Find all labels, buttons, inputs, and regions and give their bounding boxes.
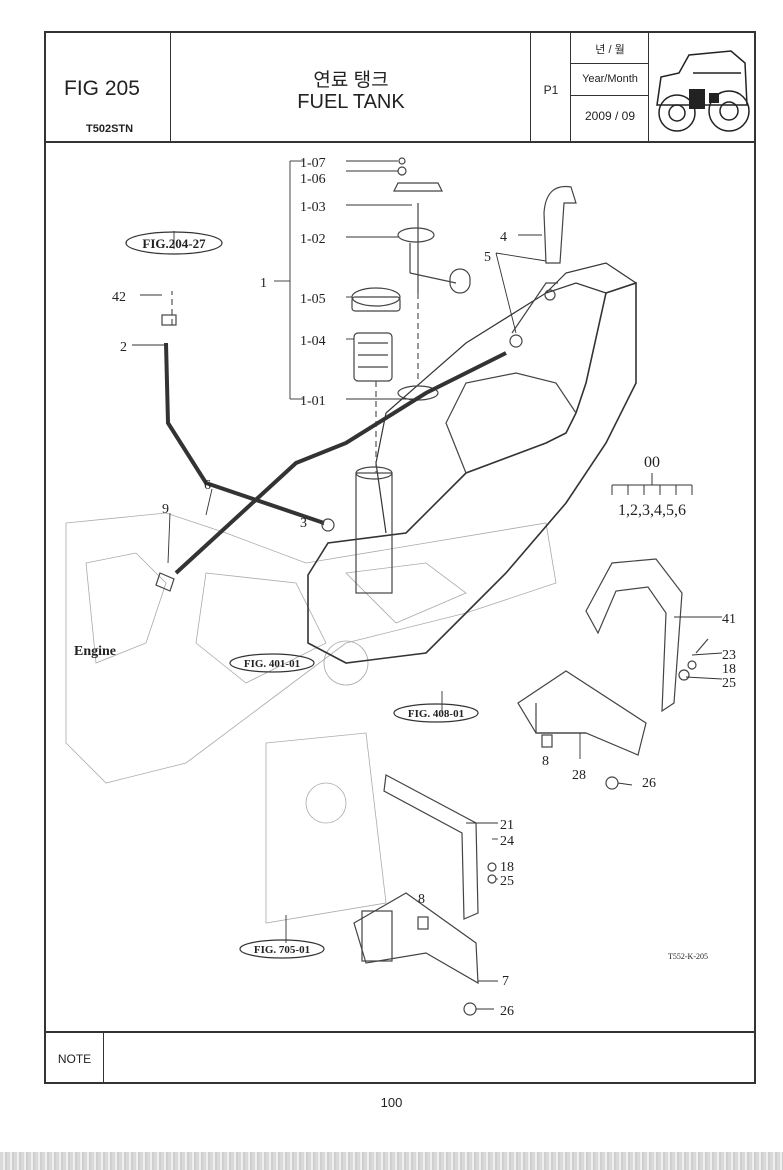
sender-plate — [393, 182, 443, 192]
drawing-code: T552-K-205 — [668, 952, 708, 961]
fuel-hose-2 — [164, 342, 325, 525]
clamp-9 — [155, 572, 175, 592]
callout-21: 21 — [500, 818, 514, 833]
callout-28: 28 — [572, 768, 586, 783]
gasket — [397, 227, 435, 243]
ref-fig705: FIG. 705-01 — [254, 944, 310, 956]
callout-1-04: 1-04 — [300, 334, 326, 349]
callout-8b: 8 — [418, 892, 425, 907]
callout-9: 9 — [162, 502, 169, 517]
callout-2: 2 — [120, 340, 127, 355]
date-label: Year/Month — [582, 73, 638, 85]
scan-edge — [0, 1152, 783, 1170]
callout-1-02: 1-02 — [300, 232, 326, 247]
callout-42: 42 — [112, 290, 126, 305]
note-label: NOTE — [46, 1033, 104, 1084]
callout-25b: 25 — [500, 874, 514, 889]
tank-strap-41 — [585, 558, 683, 713]
callout-3: 3 — [300, 516, 307, 531]
callout-1-05: 1-05 — [300, 292, 326, 307]
bolt-8b — [417, 916, 429, 930]
callout-26b: 26 — [500, 1004, 514, 1019]
title-english: FUEL TANK — [297, 91, 405, 113]
callout-4: 4 — [500, 230, 507, 245]
float — [449, 268, 471, 294]
callout-18b: 18 — [500, 860, 514, 875]
engine-outline — [65, 512, 557, 924]
model-code: T502STN — [86, 123, 134, 135]
callout-5: 5 — [484, 250, 491, 265]
title-korean: 연료 탱크 — [313, 70, 389, 91]
bracket-7 — [353, 892, 479, 985]
date-value: 2009 / 09 — [584, 109, 636, 123]
breather-hose — [543, 185, 577, 264]
header: FIG 205 T502STN 연료 탱크 FUEL TANK P1 년 / 월… — [46, 33, 754, 143]
bolt-8a — [541, 734, 553, 748]
fuel-hose-6 — [174, 351, 507, 575]
fig-number: FIG 205 — [64, 77, 140, 100]
callout-1: 1 — [260, 276, 267, 291]
fuel-tank-exploded-diagram: FIG.204-27 FIG. 401-01 FIG. 408-01 FIG. … — [65, 156, 736, 1019]
callout-1-01: 1-01 — [300, 394, 326, 409]
strainer — [353, 332, 393, 382]
callout-8a: 8 — [542, 754, 549, 769]
bracket-28 — [517, 670, 647, 756]
date-cell: 년 / 월 Year/Month 2009 / 09 — [571, 33, 649, 141]
page-number: 100 — [380, 1095, 403, 1110]
callout-23: 23 — [722, 648, 736, 663]
callout-24: 24 — [500, 834, 514, 849]
title-cell: 연료 탱크 FUEL TANK — [171, 33, 531, 141]
callout-1-03: 1-03 — [300, 200, 326, 215]
nut-26b — [463, 1002, 477, 1016]
ref-fig408: FIG. 408-01 — [408, 708, 464, 720]
set-members: 1,2,3,4,5,6 — [618, 502, 686, 519]
note-row: NOTE — [46, 1031, 754, 1084]
engine-label: Engine — [74, 644, 116, 659]
parts-sheet: FIG 205 T502STN 연료 탱크 FUEL TANK P1 년 / 월… — [44, 31, 756, 1084]
bracket-plate — [361, 910, 393, 962]
fig-cell: FIG 205 T502STN — [46, 33, 171, 141]
ref-fig401: FIG. 401-01 — [244, 658, 300, 670]
callout-7: 7 — [502, 974, 509, 989]
page-cell: P1 — [531, 33, 571, 141]
nut-26a — [605, 776, 619, 790]
set-code: 00 — [644, 454, 660, 471]
tractor-thumbnail-icon — [656, 50, 750, 132]
filler-neck — [355, 472, 393, 594]
sheet-page: P1 — [543, 83, 559, 97]
callout-25a: 25 — [722, 676, 736, 691]
date-label-korean: 년 / 월 — [595, 44, 625, 56]
callout-1-07: 1-07 — [300, 156, 326, 171]
tractor-thumbnail-cell — [649, 33, 754, 141]
callout-6: 6 — [204, 478, 211, 493]
callout-1-06: 1-06 — [300, 172, 326, 187]
banjo-3 — [321, 518, 335, 532]
callout-18a: 18 — [722, 662, 736, 677]
clamp-42 — [161, 314, 177, 326]
callout-41: 41 — [722, 612, 736, 627]
callout-26a: 26 — [642, 776, 656, 791]
ref-fig204: FIG.204-27 — [142, 236, 206, 251]
